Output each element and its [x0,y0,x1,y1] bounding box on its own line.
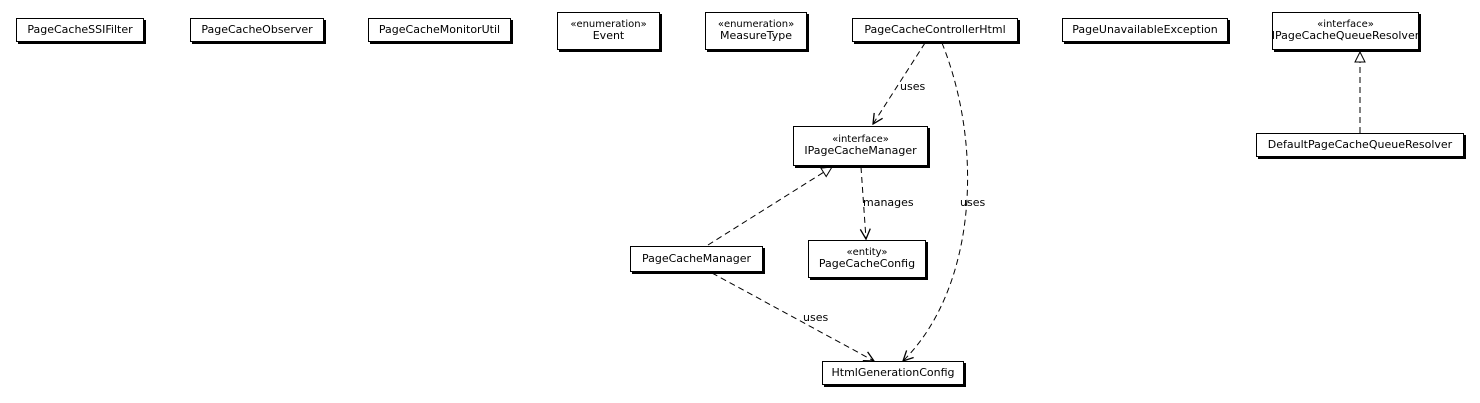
entity-page-cache-config[interactable]: «entity» PageCacheConfig [808,240,926,278]
stereotype-label: «enumeration» [570,18,647,30]
edge-label-controller-uses-html-config: uses [960,196,985,209]
class-name: PageCacheManager [641,251,752,265]
edge-controller-uses-html-config [903,42,968,361]
class-name: IPageCacheManager [804,144,917,158]
enum-measure-type[interactable]: «enumeration» MeasureType [705,12,807,50]
class-name: PageCacheSSIFilter [27,22,133,36]
class-name: IPageCacheQueueResolver [1271,29,1420,43]
edge-label-controller-uses-manager: uses [900,80,925,93]
edge-label-manager-iface-manages-config: manages [863,196,914,209]
class-name: DefaultPageCacheQueueResolver [1267,137,1453,151]
stereotype-label: «enumeration» [717,18,795,30]
stereotype-label: «interface» [832,133,889,145]
class-name: HtmlGenerationConfig [831,365,955,379]
edge-manager-uses-html-config [711,272,874,361]
interface-ipage-cache-manager[interactable]: «interface» IPageCacheManager [793,126,928,166]
class-name: PageCacheObserver [201,22,313,36]
class-page-cache-controller-html[interactable]: PageCacheControllerHtml [852,18,1018,42]
class-page-cache-observer[interactable]: PageCacheObserver [190,18,324,42]
class-page-unavailable-exception[interactable]: PageUnavailableException [1062,18,1228,42]
class-name: PageCacheMonitorUtil [378,22,501,36]
class-name: PageUnavailableException [1072,22,1218,36]
edge-controller-uses-manager [873,42,926,124]
class-page-cache-ssi-filter[interactable]: PageCacheSSIFilter [16,18,144,42]
edge-label-manager-uses-html-config: uses [803,311,828,324]
class-default-page-cache-queue-resolver[interactable]: DefaultPageCacheQueueResolver [1256,133,1464,157]
stereotype-label: «entity» [846,246,888,258]
class-name: PageCacheConfig [818,257,916,271]
class-page-cache-monitor-util[interactable]: PageCacheMonitorUtil [368,18,511,42]
edge-manager-implements-iface [707,167,832,246]
class-html-generation-config[interactable]: HtmlGenerationConfig [822,361,964,385]
class-page-cache-manager[interactable]: PageCacheManager [630,246,763,272]
edge-manager-iface-manages-config [861,166,866,239]
stereotype-label: «interface» [1317,18,1374,30]
class-name: PageCacheControllerHtml [864,22,1006,36]
interface-ipage-cache-queue-resolver[interactable]: «interface» IPageCacheQueueResolver [1272,12,1419,50]
class-name: Event [592,29,625,43]
enum-event[interactable]: «enumeration» Event [557,12,660,50]
class-name: MeasureType [719,29,792,43]
